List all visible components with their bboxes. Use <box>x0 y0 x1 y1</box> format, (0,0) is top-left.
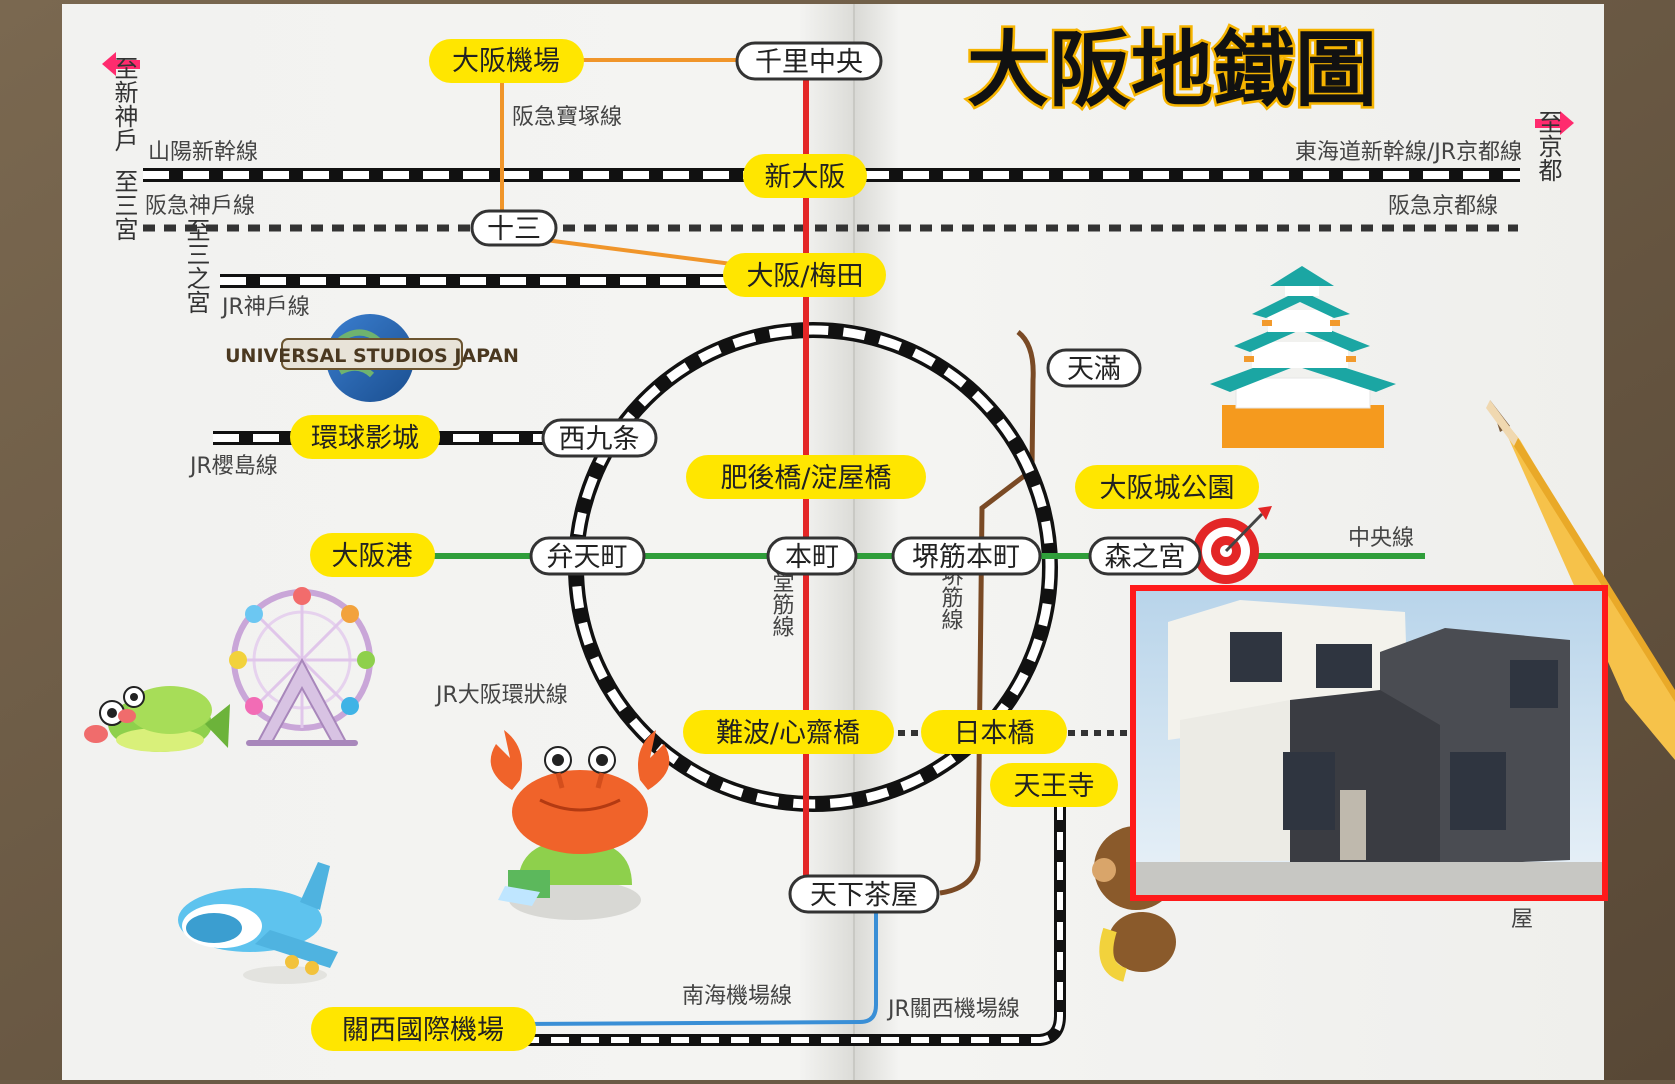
line-label-hankyu-kyoto: 阪急京都線 <box>1388 194 1498 219</box>
station-senri-chuo[interactable]: 千里中央 <box>735 41 883 81</box>
station-osakajo[interactable]: 大阪城公園 <box>1075 465 1259 509</box>
svg-text:大阪城公園: 大阪城公園 <box>1100 473 1235 504</box>
line-label-sanyo: 山陽新幹線 <box>148 140 258 165</box>
svg-text:西九条: 西九条 <box>559 424 640 455</box>
svg-text:環球影城: 環球影城 <box>311 423 419 454</box>
svg-text:大阪港: 大阪港 <box>332 541 413 572</box>
station-higobashi[interactable]: 肥後橋/淀屋橋 <box>686 455 926 499</box>
line-label-jr-sakurajima: JR櫻島線 <box>188 454 278 479</box>
airplane-icon <box>178 862 338 984</box>
direction-to-shinkobe: 至新神戶 <box>110 56 138 152</box>
station-sakaisuji-hommachi[interactable]: 堺筋本町 <box>891 536 1042 576</box>
nankai-airport-line <box>519 895 878 1026</box>
svg-text:天王寺: 天王寺 <box>1014 771 1095 802</box>
station-namba[interactable]: 難波/心齋橋 <box>683 710 894 754</box>
direction-to-sannomiya-2: 至三之宮 <box>182 218 210 314</box>
svg-text:天滿: 天滿 <box>1067 354 1121 385</box>
house-photo <box>1130 585 1608 901</box>
station-nishikujo[interactable]: 西九条 <box>541 418 658 458</box>
station-tennoji[interactable]: 天王寺 <box>990 763 1118 807</box>
svg-text:大阪機場: 大阪機場 <box>452 46 560 77</box>
osaka-castle-icon <box>1210 266 1396 448</box>
line-label-tokaido: 東海道新幹線/JR京都線 <box>1295 140 1522 165</box>
crab-icon <box>490 730 670 920</box>
direction-to-kyoto: 至京都 <box>1534 110 1562 182</box>
sakaisuji-line <box>939 330 1036 896</box>
station-tenma[interactable]: 天滿 <box>1046 348 1142 388</box>
line-label-hankyu-takarazuka: 阪急寶塚線 <box>512 105 622 130</box>
station-hommachi[interactable]: 本町 <box>766 536 858 576</box>
station-tengachaya[interactable]: 天下茶屋 <box>788 874 940 914</box>
map-title: 大阪地鐵圖 <box>967 23 1377 118</box>
direction-end-ya: 屋 <box>1511 907 1533 932</box>
universal-studios-logo: UNIVERSAL STUDIOS JAPAN <box>225 314 519 402</box>
ferris-wheel-icon <box>229 587 375 746</box>
station-juso[interactable]: 十三 <box>470 209 558 247</box>
svg-text:千里中央: 千里中央 <box>755 47 863 78</box>
station-osaka-airport[interactable]: 大阪機場 <box>429 39 584 83</box>
svg-text:天下茶屋: 天下茶屋 <box>810 880 918 911</box>
fish-icon <box>84 686 230 752</box>
svg-text:森之宮: 森之宮 <box>1105 542 1186 573</box>
station-osakako[interactable]: 大阪港 <box>310 533 435 577</box>
jr-kansai-airport-line <box>520 802 1066 1046</box>
svg-text:肥後橋/淀屋橋: 肥後橋/淀屋橋 <box>720 463 891 494</box>
station-nippombashi[interactable]: 日本橋 <box>921 710 1067 754</box>
station-kansai-airport[interactable]: 關西國際機場 <box>311 1007 536 1051</box>
line-label-chuo: 中央線 <box>1348 526 1414 551</box>
svg-text:關西國際機場: 關西國際機場 <box>342 1015 504 1046</box>
station-umeda[interactable]: 大阪/梅田 <box>723 253 886 297</box>
universal-logo-text: UNIVERSAL STUDIOS JAPAN <box>225 345 519 367</box>
line-label-hankyu-kobe: 阪急神戶線 <box>145 194 255 219</box>
station-shin-osaka[interactable]: 新大阪 <box>743 154 867 198</box>
arrow-right-icon <box>1535 111 1574 135</box>
svg-text:大阪/梅田: 大阪/梅田 <box>746 261 863 292</box>
station-bentencho[interactable]: 弁天町 <box>529 536 646 576</box>
svg-text:難波/心齋橋: 難波/心齋橋 <box>716 718 860 749</box>
line-label-nankai: 南海機場線 <box>682 984 792 1009</box>
station-morinomiya[interactable]: 森之宮 <box>1088 536 1202 576</box>
station-universal[interactable]: 環球影城 <box>290 415 440 459</box>
svg-text:新大阪: 新大阪 <box>765 162 846 193</box>
svg-text:日本橋: 日本橋 <box>954 718 1035 749</box>
line-label-jr-kansai: JR關西機場線 <box>886 997 1020 1022</box>
svg-text:堺筋本町: 堺筋本町 <box>912 542 1020 573</box>
target-icon <box>1193 506 1272 584</box>
arrow-left-icon <box>102 52 140 76</box>
svg-text:本町: 本町 <box>785 542 839 573</box>
line-label-jr-loop: JR大阪環狀線 <box>434 683 568 708</box>
svg-text:十三: 十三 <box>487 214 541 245</box>
svg-text:弁天町: 弁天町 <box>547 542 628 573</box>
line-label-jr-kobe: JR神戶線 <box>220 295 310 320</box>
direction-to-sannomiya-1: 至三宮 <box>110 169 138 241</box>
